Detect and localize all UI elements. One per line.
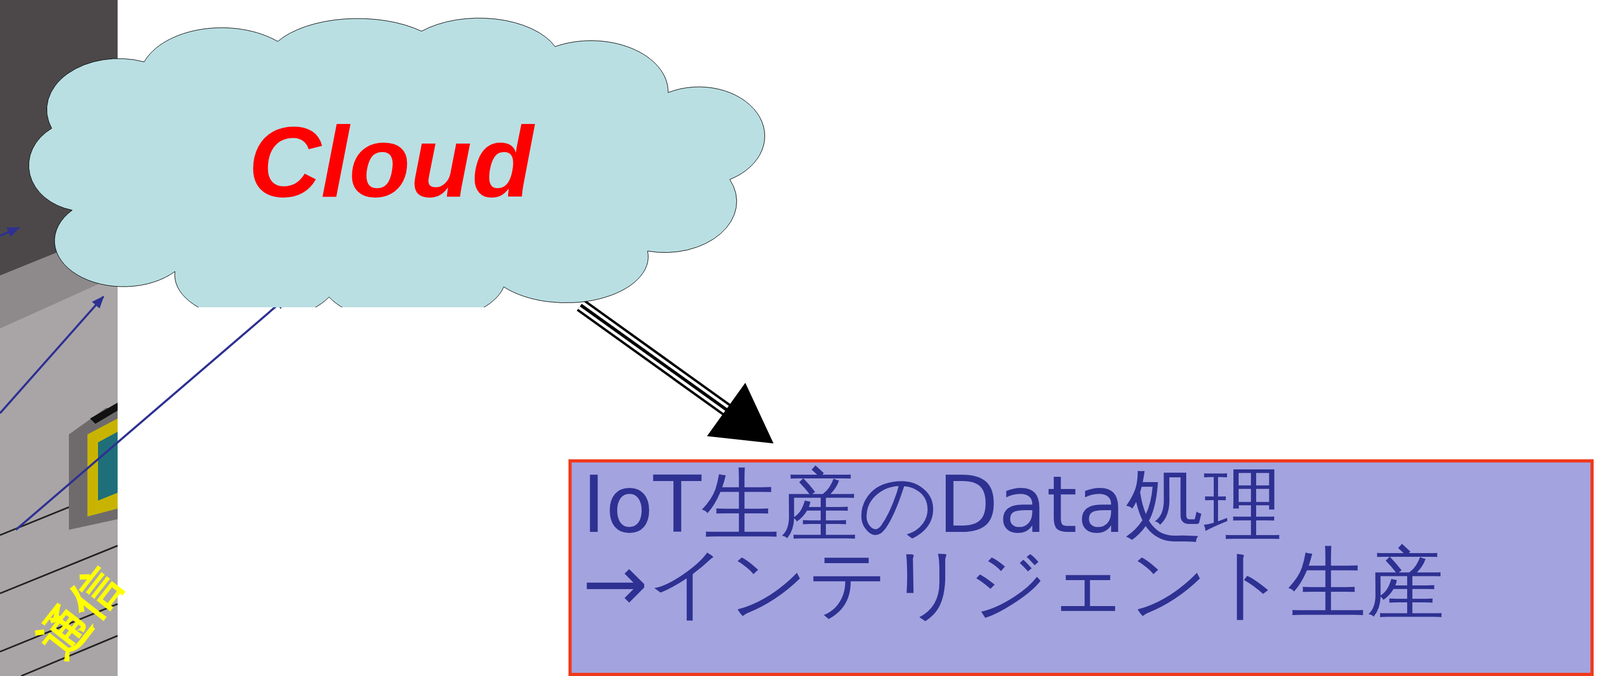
machine [68,402,118,530]
arrow-shaft-core [580,305,728,412]
cloud-outline [28,18,765,308]
cloud-text-wrap: Cloud [10,15,771,308]
process-box: IoT生産のData処理→インテリジェント生産 [568,459,1594,676]
flow-arrow [580,305,774,444]
arrow-shaft [580,305,728,412]
arrow-head [706,382,774,444]
box-text: IoT生産のData処理 [582,465,1580,545]
box-text: →インテリジェント生産 [582,544,1580,623]
cloud-shape: Cloud [10,15,771,308]
wireless-label: 通信 [31,558,130,666]
cloud-label: Cloud [247,111,533,212]
arrow-shaft-gap [580,305,728,412]
